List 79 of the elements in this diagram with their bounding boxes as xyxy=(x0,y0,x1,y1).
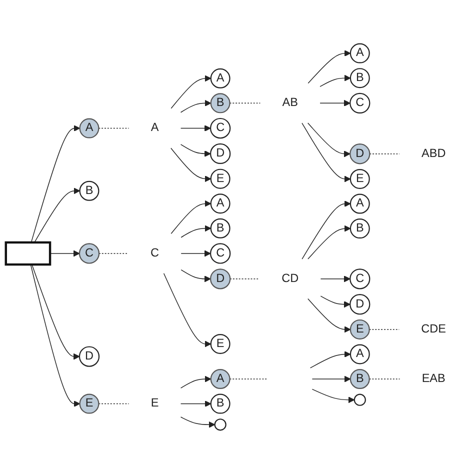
node-circle: B xyxy=(210,93,230,114)
node-text: A xyxy=(150,122,159,134)
arrow xyxy=(180,225,212,238)
arrow xyxy=(170,75,212,109)
arrow xyxy=(180,100,212,113)
connector xyxy=(230,278,260,280)
arrow xyxy=(180,250,211,257)
node-circle: C xyxy=(210,243,231,264)
node-circle: B xyxy=(210,218,230,238)
node-circle: E xyxy=(79,394,100,414)
node-box xyxy=(4,241,52,266)
node-circle: C xyxy=(210,118,231,139)
node-circle: E xyxy=(350,319,370,340)
node-circle: B xyxy=(350,369,370,389)
arrow xyxy=(180,416,216,428)
node-circle: B xyxy=(350,218,370,239)
arrow xyxy=(320,100,350,106)
node-text: ABD xyxy=(422,147,446,160)
node-circle: A xyxy=(350,344,370,364)
arrow xyxy=(320,276,350,282)
arrow xyxy=(302,122,351,182)
connector xyxy=(229,378,268,380)
node-circle: D xyxy=(210,143,231,164)
node-circle: A xyxy=(210,194,230,214)
arrow xyxy=(308,122,350,158)
node-text: EAB xyxy=(422,372,446,385)
node-text: C xyxy=(150,246,160,260)
node-circle: A xyxy=(79,118,100,138)
arrow xyxy=(163,272,212,348)
arrow xyxy=(302,200,351,260)
node-circle: C xyxy=(78,243,100,264)
arrow xyxy=(308,298,351,333)
arrow xyxy=(32,264,80,360)
node-circle: E xyxy=(350,168,370,189)
arrow xyxy=(50,250,80,257)
arrow xyxy=(312,388,355,404)
node-circle: B xyxy=(210,394,230,414)
node-circle: C xyxy=(350,92,370,114)
connector xyxy=(98,403,130,404)
arrow xyxy=(30,264,80,408)
arrow xyxy=(34,188,80,243)
arrow xyxy=(180,269,211,282)
node-circle: D xyxy=(350,144,370,164)
arrow xyxy=(320,296,350,308)
node-text: AB xyxy=(282,96,298,110)
connector xyxy=(98,253,129,254)
node-circle: E xyxy=(210,334,230,354)
node-text: CDE xyxy=(421,322,446,336)
node-circle: A xyxy=(350,43,370,64)
node-circle: A xyxy=(210,68,230,88)
node-circle: D xyxy=(78,346,100,367)
connector xyxy=(229,102,261,104)
node-text: E xyxy=(150,397,159,410)
arrow xyxy=(312,376,351,382)
arrow xyxy=(180,125,211,132)
node-circle: D xyxy=(350,294,370,315)
arrow xyxy=(310,351,351,368)
arrow xyxy=(308,50,351,84)
node-circle: A xyxy=(210,369,230,389)
arrow xyxy=(308,225,351,260)
arrow xyxy=(180,376,212,388)
arrow xyxy=(170,200,212,234)
arrow xyxy=(30,125,80,243)
node-circle: B xyxy=(79,180,100,201)
node-circle xyxy=(214,418,226,431)
connector xyxy=(368,378,400,380)
node-circle: C xyxy=(350,268,370,290)
connector xyxy=(98,128,130,129)
node-circle: E xyxy=(210,168,230,189)
arrow xyxy=(320,74,351,87)
node-text: CD xyxy=(282,272,299,285)
arrow xyxy=(170,148,212,182)
node-circle xyxy=(354,394,366,406)
arrow xyxy=(180,144,211,157)
node-circle: A xyxy=(350,194,370,214)
node-circle: B xyxy=(350,68,370,88)
arrow xyxy=(180,400,212,408)
connector xyxy=(368,329,400,330)
node-circle: D xyxy=(210,268,231,290)
